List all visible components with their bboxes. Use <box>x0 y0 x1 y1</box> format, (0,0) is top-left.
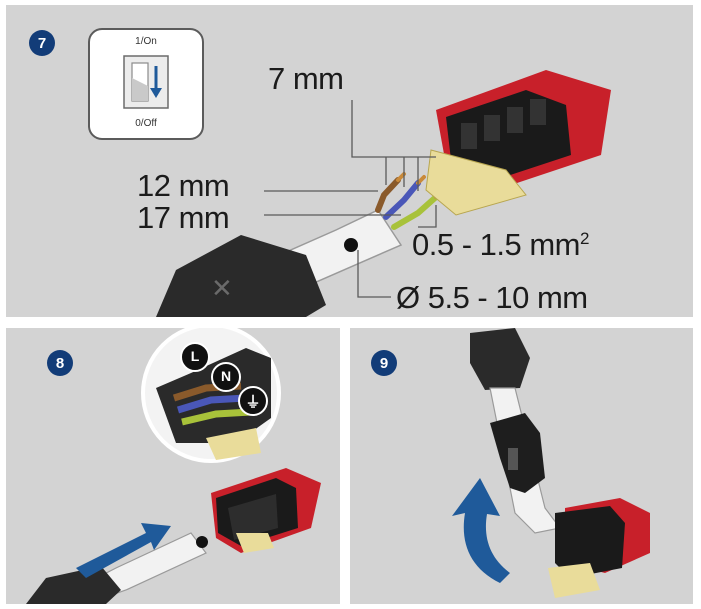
step-8-illustration <box>26 328 321 604</box>
wire-length-12-label: 12 mm <box>137 168 230 203</box>
wire-length-17-label: 17 mm <box>137 200 230 235</box>
dimension-lines <box>264 100 437 298</box>
insert-arrow-icon <box>76 523 171 578</box>
line-terminal-label: L <box>190 348 200 364</box>
step-8-panel: 8 L N ⏚ <box>6 328 340 604</box>
switch-toggle-icon <box>123 55 169 109</box>
connector <box>425 70 611 216</box>
step-9-badge: 9 <box>371 350 397 376</box>
switch-off-label: 0/Off <box>135 118 157 129</box>
cross-section-label: 0.5 - 1.5 mm2 <box>412 227 589 262</box>
wire-green-yellow <box>391 194 439 230</box>
ground-terminal-label: ⏚ <box>245 393 261 411</box>
step-9-illustration <box>452 328 650 598</box>
gland-nut <box>470 328 530 390</box>
line-terminal-badge <box>180 342 210 372</box>
rotate-arrow-icon <box>452 478 510 583</box>
neutral-terminal-label: N <box>220 368 232 384</box>
ground-terminal-badge <box>238 386 268 416</box>
step-9-panel: 9 <box>350 328 693 604</box>
cable-gland <box>156 235 326 317</box>
wire-terminal-labels <box>180 342 268 416</box>
neutral-terminal-badge <box>211 362 241 392</box>
cable-diameter-label: Ø 5.5 - 10 mm <box>396 280 588 315</box>
step-7-panel: ✕ 7 1/On <box>6 5 693 317</box>
power-switch-diagram: 1/On 0/Off <box>88 28 204 140</box>
step-7-badge: 7 <box>29 30 55 56</box>
cross-section-superscript: 2 <box>580 229 589 248</box>
arrow-down-icon <box>150 88 162 98</box>
switch-on-label: 1/On <box>135 36 157 47</box>
strip-length-label: 7 mm <box>268 61 344 96</box>
step-7-illustration: ✕ <box>156 70 611 317</box>
wire-brown <box>375 177 401 213</box>
step-8-badge: 8 <box>47 350 73 376</box>
cable-diameter-marker <box>344 238 358 252</box>
wire-blue <box>383 180 421 220</box>
logo-mark: ✕ <box>211 273 233 303</box>
